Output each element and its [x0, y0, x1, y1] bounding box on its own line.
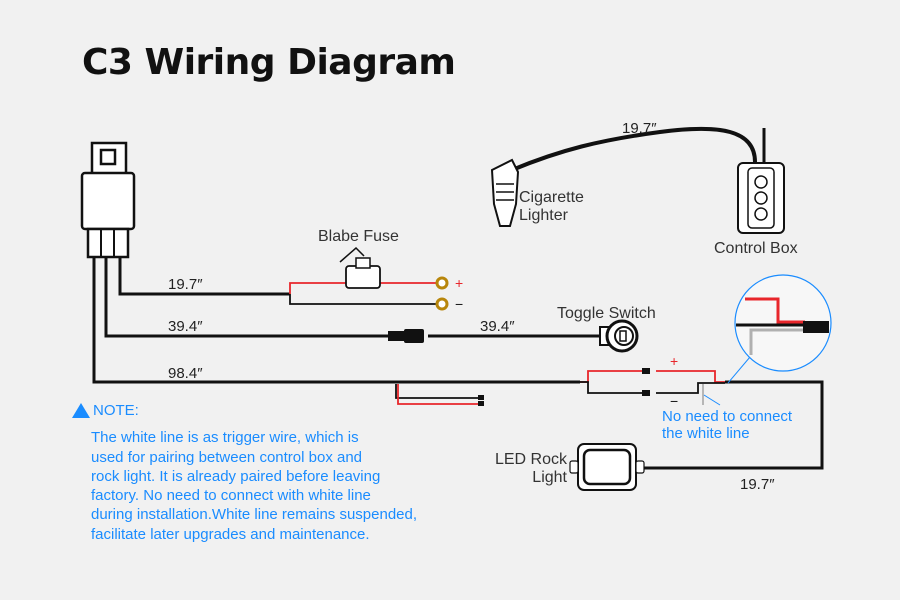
- page-title: C3 Wiring Diagram: [82, 42, 456, 83]
- rock-light-wire-length: 19.7″: [740, 476, 775, 493]
- led-rock-light-label-2: Light: [532, 469, 567, 486]
- control-box-label: Control Box: [714, 240, 798, 257]
- relay: [80, 141, 136, 259]
- note-line: used for pairing between control box and: [91, 448, 363, 466]
- note-line: rock light. It is already paired before …: [91, 467, 381, 485]
- led-rock-light-label-1: LED Rock: [495, 451, 568, 468]
- fuse-wire-length: 19.7″: [168, 276, 203, 293]
- switch-wire-length-right: 39.4″: [480, 318, 515, 335]
- cigarette-lighter-plug: [490, 158, 520, 227]
- control-box: [737, 128, 785, 234]
- main-minus-label: −: [670, 393, 678, 409]
- callout-pointer: [703, 394, 721, 406]
- lighter-cable: [511, 126, 757, 172]
- cigarette-lighter-label-2: Lighter: [519, 207, 569, 224]
- positive-ring-terminal: [435, 276, 449, 290]
- note-line: during installation.White line remains s…: [91, 506, 418, 524]
- fuse-minus-label: −: [455, 296, 463, 312]
- note-heading: NOTE:: [93, 402, 139, 419]
- main-wire: [92, 257, 824, 470]
- warning-triangle-icon: [72, 403, 90, 419]
- fuse-label: Blabe Fuse: [318, 228, 399, 245]
- blade-fuse: [339, 246, 381, 289]
- fuse-wire: [118, 257, 440, 305]
- cigarette-lighter-label-1: Cigarette: [519, 189, 584, 206]
- note-line: The white line is as trigger wire, which…: [91, 429, 359, 447]
- note-line: factory. No need to connect with white l…: [91, 487, 371, 505]
- magnified-detail: [727, 274, 832, 384]
- switch-connector: [388, 329, 424, 343]
- led-rock-light: [569, 443, 645, 491]
- main-wire-length: 98.4″: [168, 365, 203, 382]
- fuse-plus-label: +: [455, 275, 463, 291]
- note: NOTE: The white line is as trigger wire,…: [72, 401, 417, 544]
- toggle-switch-label: Toggle Switch: [557, 305, 656, 322]
- switch-wire: [104, 257, 600, 338]
- main-plus-label: +: [670, 353, 678, 369]
- callout-line-1: No need to connect: [662, 408, 793, 425]
- callout-line-2: the white line: [662, 425, 750, 442]
- lighter-cable-length: 19.7″: [622, 120, 657, 137]
- toggle-switch: [599, 319, 639, 353]
- switch-wire-length-left: 39.4″: [168, 318, 203, 335]
- note-line: facilitate later upgrades and maintenanc…: [91, 525, 370, 543]
- negative-ring-terminal: [435, 297, 449, 311]
